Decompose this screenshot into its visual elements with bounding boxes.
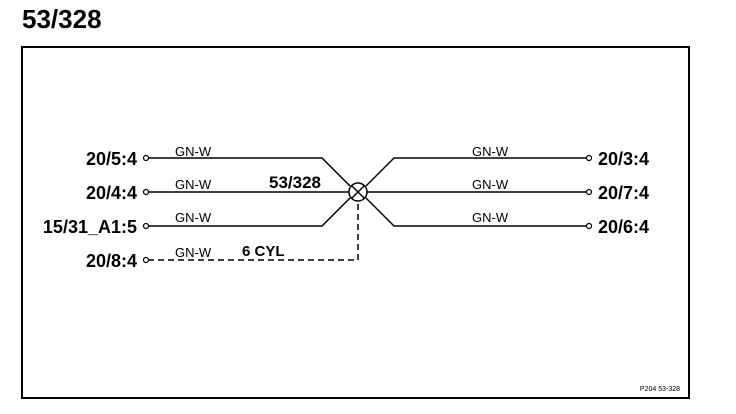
wire-left-1 xyxy=(148,157,351,187)
terminal-label-right: 20/6:4 xyxy=(598,217,649,237)
wire-color-label: GN-W xyxy=(175,245,212,260)
terminal-label-left: 20/4:4 xyxy=(86,183,137,203)
splice-symbol xyxy=(348,182,368,202)
right-pins xyxy=(585,154,593,230)
terminal-label-left: 20/8:4 xyxy=(86,251,137,271)
diagram-frame xyxy=(21,46,690,399)
variant-note: 6 CYL xyxy=(242,243,285,260)
wire-color-label: GN-W xyxy=(175,177,212,192)
wire-color-label: GN-W xyxy=(472,144,509,159)
wire-left-4-dashed xyxy=(148,203,359,261)
terminal-label-left: 20/5:4 xyxy=(86,149,137,169)
page-reference: P204 53-328 xyxy=(640,386,680,393)
wire-right-3 xyxy=(365,197,586,227)
splice-label: 53/328 xyxy=(269,173,321,192)
wire-color-label: GN-W xyxy=(175,210,212,225)
terminal-label-left: 15/31_A1:5 xyxy=(43,217,137,237)
wire-color-label: GN-W xyxy=(472,210,509,225)
wire-right-1 xyxy=(365,157,586,187)
wire-color-label: GN-W xyxy=(175,144,212,159)
wire-color-label: GN-W xyxy=(472,177,509,192)
left-pins xyxy=(142,154,150,264)
wire-left-3 xyxy=(148,197,351,227)
terminal-label-right: 20/3:4 xyxy=(598,149,649,169)
page-title: 53/328 xyxy=(22,4,102,34)
terminal-label-right: 20/7:4 xyxy=(598,183,649,203)
